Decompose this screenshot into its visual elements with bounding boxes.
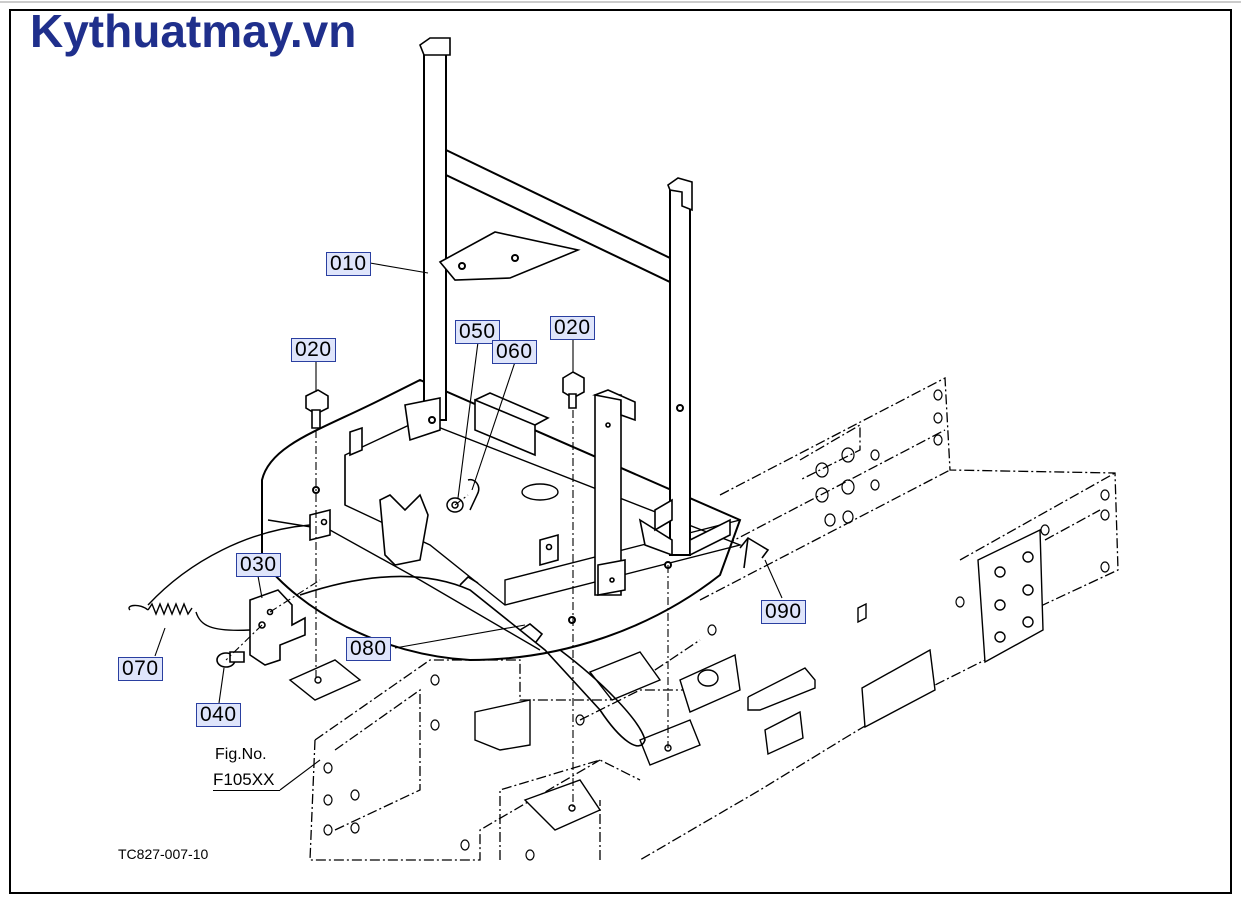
callout-020-right[interactable]: 020 bbox=[550, 316, 595, 340]
chassis-brackets bbox=[290, 652, 740, 830]
assembly-lines bbox=[226, 410, 668, 808]
callout-020-left[interactable]: 020 bbox=[291, 338, 336, 362]
brand-logo-text: Kythuatmay.vn bbox=[30, 5, 357, 57]
callout-080[interactable]: 080 bbox=[346, 637, 391, 661]
spring-070 bbox=[129, 525, 310, 630]
drawing-code: TC827-007-10 bbox=[118, 846, 209, 862]
callout-070[interactable]: 070 bbox=[118, 657, 163, 681]
fig-ref-label: Fig.No. bbox=[215, 746, 267, 763]
callout-040[interactable]: 040 bbox=[196, 703, 241, 727]
bolt-right bbox=[563, 372, 584, 408]
callout-090[interactable]: 090 bbox=[761, 600, 806, 624]
clamp-rod bbox=[300, 538, 768, 746]
battery-stay bbox=[405, 38, 730, 555]
bolt-040 bbox=[217, 652, 244, 667]
plate-details bbox=[310, 390, 672, 595]
side-plate bbox=[748, 530, 1043, 754]
callout-060[interactable]: 060 bbox=[492, 340, 537, 364]
chassis-holes bbox=[324, 390, 1109, 860]
bracket-030 bbox=[250, 590, 305, 665]
callout-010[interactable]: 010 bbox=[326, 252, 371, 276]
leader-lines bbox=[155, 263, 782, 790]
bolt-left bbox=[306, 390, 328, 428]
fig-ref-number: F105XX bbox=[213, 770, 281, 791]
callout-030[interactable]: 030 bbox=[236, 553, 281, 577]
frame-border bbox=[10, 10, 1231, 893]
callout-050[interactable]: 050 bbox=[455, 320, 500, 344]
